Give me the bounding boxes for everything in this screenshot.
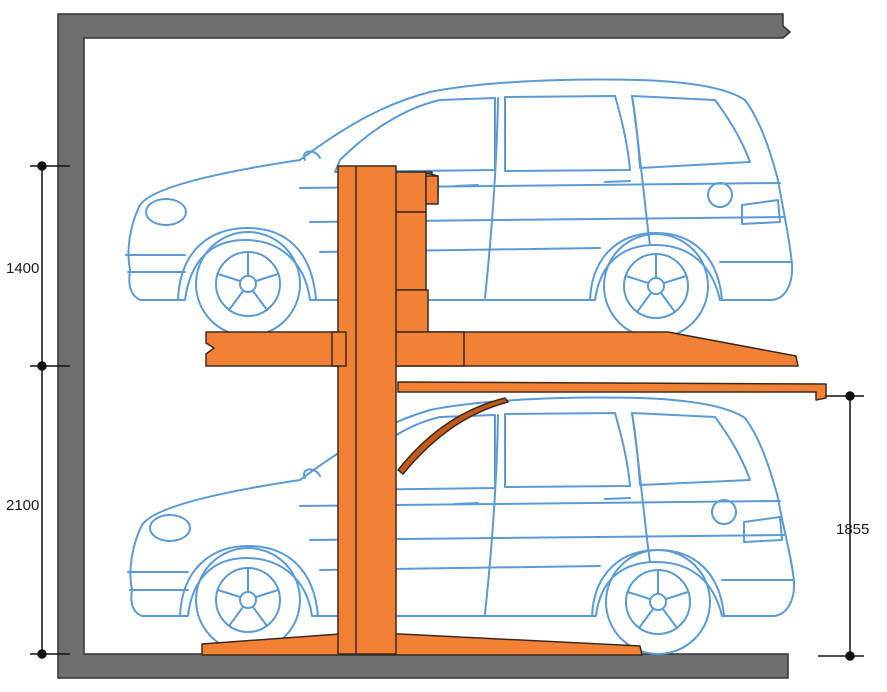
diagonal-brace bbox=[397, 397, 509, 475]
parking-lift bbox=[201, 165, 827, 656]
upper-car bbox=[125, 78, 794, 339]
upper-platform bbox=[205, 331, 799, 367]
platform-rail bbox=[397, 381, 827, 401]
lower-car bbox=[127, 396, 796, 655]
dimension-lines bbox=[30, 161, 864, 661]
upper-clearance-label: 1400 bbox=[6, 260, 40, 277]
garage-wall bbox=[57, 13, 792, 679]
platform-height-label: 1855 bbox=[836, 521, 870, 538]
lift-base bbox=[201, 633, 643, 656]
lift-column bbox=[337, 165, 397, 655]
lower-clearance-label: 2100 bbox=[6, 497, 40, 514]
